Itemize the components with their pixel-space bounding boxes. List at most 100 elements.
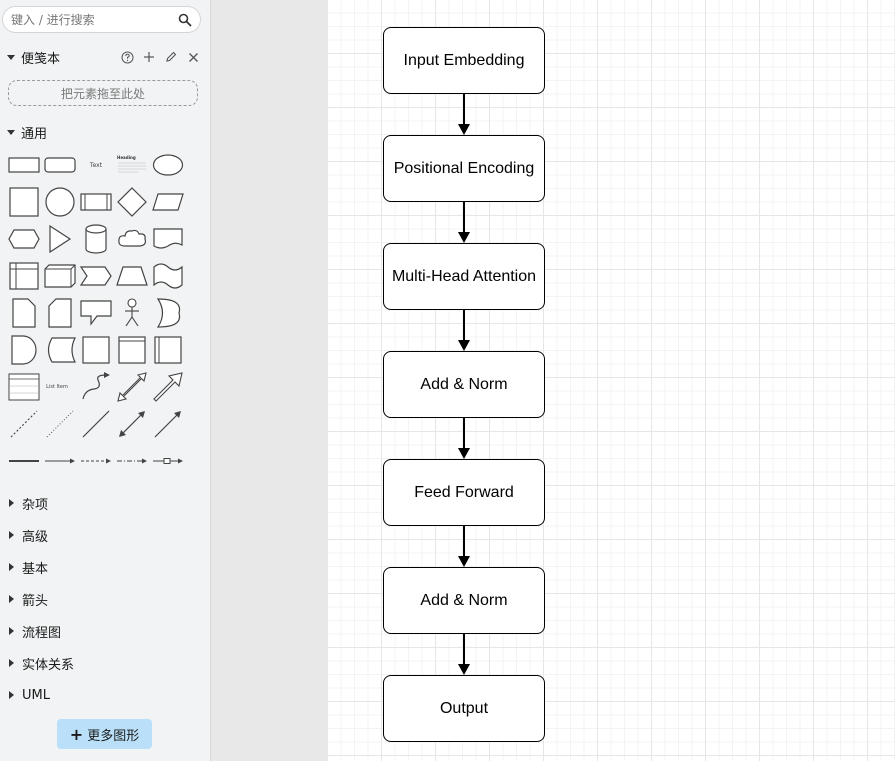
shape-text-label: Text: [89, 161, 103, 169]
more-shapes-button[interactable]: + 更多图形: [57, 719, 152, 749]
arrowhead-icon: [458, 124, 470, 135]
shape-square[interactable]: [6, 186, 42, 218]
sidebar-section-5[interactable]: 实体关系: [7, 654, 75, 673]
shape-cube[interactable]: [42, 260, 78, 292]
scratchpad-header[interactable]: 便笺本: [7, 48, 61, 67]
shape-parallelogram[interactable]: [150, 186, 186, 218]
scratchpad-title: 便笺本: [21, 51, 61, 67]
shape-directional-connector[interactable]: [150, 408, 186, 440]
shape-note[interactable]: [6, 297, 42, 329]
shape-delay[interactable]: [6, 334, 42, 366]
sidebar-section-0[interactable]: 杂项: [7, 494, 49, 513]
shape-hexagon[interactable]: [6, 223, 42, 255]
shape-or[interactable]: [150, 297, 186, 329]
diagram-edge[interactable]: [463, 526, 465, 557]
help-icon[interactable]: [120, 50, 134, 64]
add-icon[interactable]: [142, 50, 156, 64]
shape-dashed-line[interactable]: [6, 408, 42, 440]
shape-trapezoid[interactable]: [114, 260, 150, 292]
close-icon[interactable]: [186, 50, 200, 64]
sidebar-section-2[interactable]: 基本: [7, 558, 48, 577]
shape-bidirectional-connector[interactable]: [114, 408, 150, 440]
shape-thick-line[interactable]: [6, 445, 42, 477]
caret-right-icon: [9, 691, 14, 699]
canvas-margin: [211, 0, 328, 761]
shape-internal-storage[interactable]: [6, 260, 42, 292]
shape-rectangle[interactable]: [6, 149, 42, 181]
shape-label-connector[interactable]: [150, 445, 186, 477]
diagram-node[interactable]: Input Embedding: [383, 27, 545, 94]
shape-callout[interactable]: [78, 297, 114, 329]
diagram-edge[interactable]: [463, 634, 465, 665]
shape-line[interactable]: [78, 408, 114, 440]
shape-heading[interactable]: Heading: [114, 149, 150, 181]
shape-cloud[interactable]: [114, 223, 150, 255]
sidebar-section-4[interactable]: 流程图: [7, 622, 62, 641]
diagram-node[interactable]: Add & Norm: [383, 567, 545, 634]
arrowhead-icon: [458, 232, 470, 243]
diagram-edge[interactable]: [463, 310, 465, 341]
shape-dotted-arrow-connector[interactable]: [114, 445, 150, 477]
shape-card[interactable]: [42, 297, 78, 329]
shapes-sidebar: 便笺本 把元素拖至此处 通用 Text Heading: [0, 0, 211, 761]
caret-right-icon: [9, 595, 14, 603]
diagram-edge[interactable]: [463, 202, 465, 233]
shape-arrow-connector[interactable]: [42, 445, 78, 477]
shape-cylinder[interactable]: [78, 223, 114, 255]
scratchpad-dropzone[interactable]: 把元素拖至此处: [8, 80, 198, 106]
shape-ellipse[interactable]: [150, 149, 186, 181]
shape-list[interactable]: [6, 371, 42, 403]
sidebar-section-title: 箭头: [22, 593, 49, 609]
shape-dotted-line[interactable]: [42, 408, 78, 440]
shape-rounded-rectangle[interactable]: [42, 149, 78, 181]
diagram-node[interactable]: Positional Encoding: [383, 135, 545, 202]
caret-right-icon: [9, 627, 14, 635]
sidebar-section-1[interactable]: 高级: [7, 526, 49, 545]
sidebar-section-title: 实体关系: [22, 657, 75, 673]
shape-process[interactable]: [78, 186, 114, 218]
sidebar-section-title: 流程图: [22, 625, 62, 641]
shape-square-2[interactable]: [78, 334, 114, 366]
shape-bidirectional-arrow[interactable]: [114, 371, 150, 403]
sidebar-section-title: 高级: [22, 529, 49, 545]
shape-curved-arrow[interactable]: [78, 371, 114, 403]
general-section-header[interactable]: 通用: [7, 123, 47, 142]
shape-search-input[interactable]: [11, 11, 171, 29]
shape-tape[interactable]: [150, 260, 186, 292]
shape-text[interactable]: Text: [78, 149, 114, 181]
edit-icon[interactable]: [164, 50, 178, 64]
dropzone-label: 把元素拖至此处: [60, 86, 145, 101]
shape-dashed-arrow-connector[interactable]: [78, 445, 114, 477]
shape-stored-data[interactable]: [42, 334, 78, 366]
shape-document[interactable]: [150, 223, 186, 255]
shape-vertical-container[interactable]: [150, 334, 186, 366]
sidebar-section-title: 杂项: [22, 497, 49, 513]
diagram-edge[interactable]: [463, 418, 465, 449]
plus-icon: +: [69, 724, 84, 744]
shape-actor[interactable]: [114, 297, 150, 329]
shape-diamond[interactable]: [114, 186, 150, 218]
more-shapes-label: 更多图形: [87, 728, 140, 744]
diagram-node[interactable]: Add & Norm: [383, 351, 545, 418]
arrowhead-icon: [458, 340, 470, 351]
sidebar-section-3[interactable]: 箭头: [7, 590, 49, 609]
sidebar-section-6[interactable]: UML: [7, 686, 50, 704]
diagram-node[interactable]: Output: [383, 675, 545, 742]
shape-container[interactable]: [114, 334, 150, 366]
shape-list-item[interactable]: List Item: [42, 371, 72, 403]
arrowhead-icon: [458, 448, 470, 459]
shape-step[interactable]: [78, 260, 114, 292]
diagram-node[interactable]: Multi-Head Attention: [383, 243, 545, 310]
diagram-node[interactable]: Feed Forward: [383, 459, 545, 526]
shape-search-box[interactable]: [2, 6, 201, 33]
caret-right-icon: [9, 563, 14, 571]
shape-block-arrow[interactable]: [150, 371, 186, 403]
diagram-edge[interactable]: [463, 94, 465, 125]
caret-right-icon: [9, 499, 14, 507]
search-icon[interactable]: [178, 13, 192, 27]
shape-list-item-label: List Item: [46, 384, 68, 390]
shape-circle[interactable]: [42, 186, 78, 218]
caret-right-icon: [9, 659, 14, 667]
shape-triangle[interactable]: [42, 223, 78, 255]
